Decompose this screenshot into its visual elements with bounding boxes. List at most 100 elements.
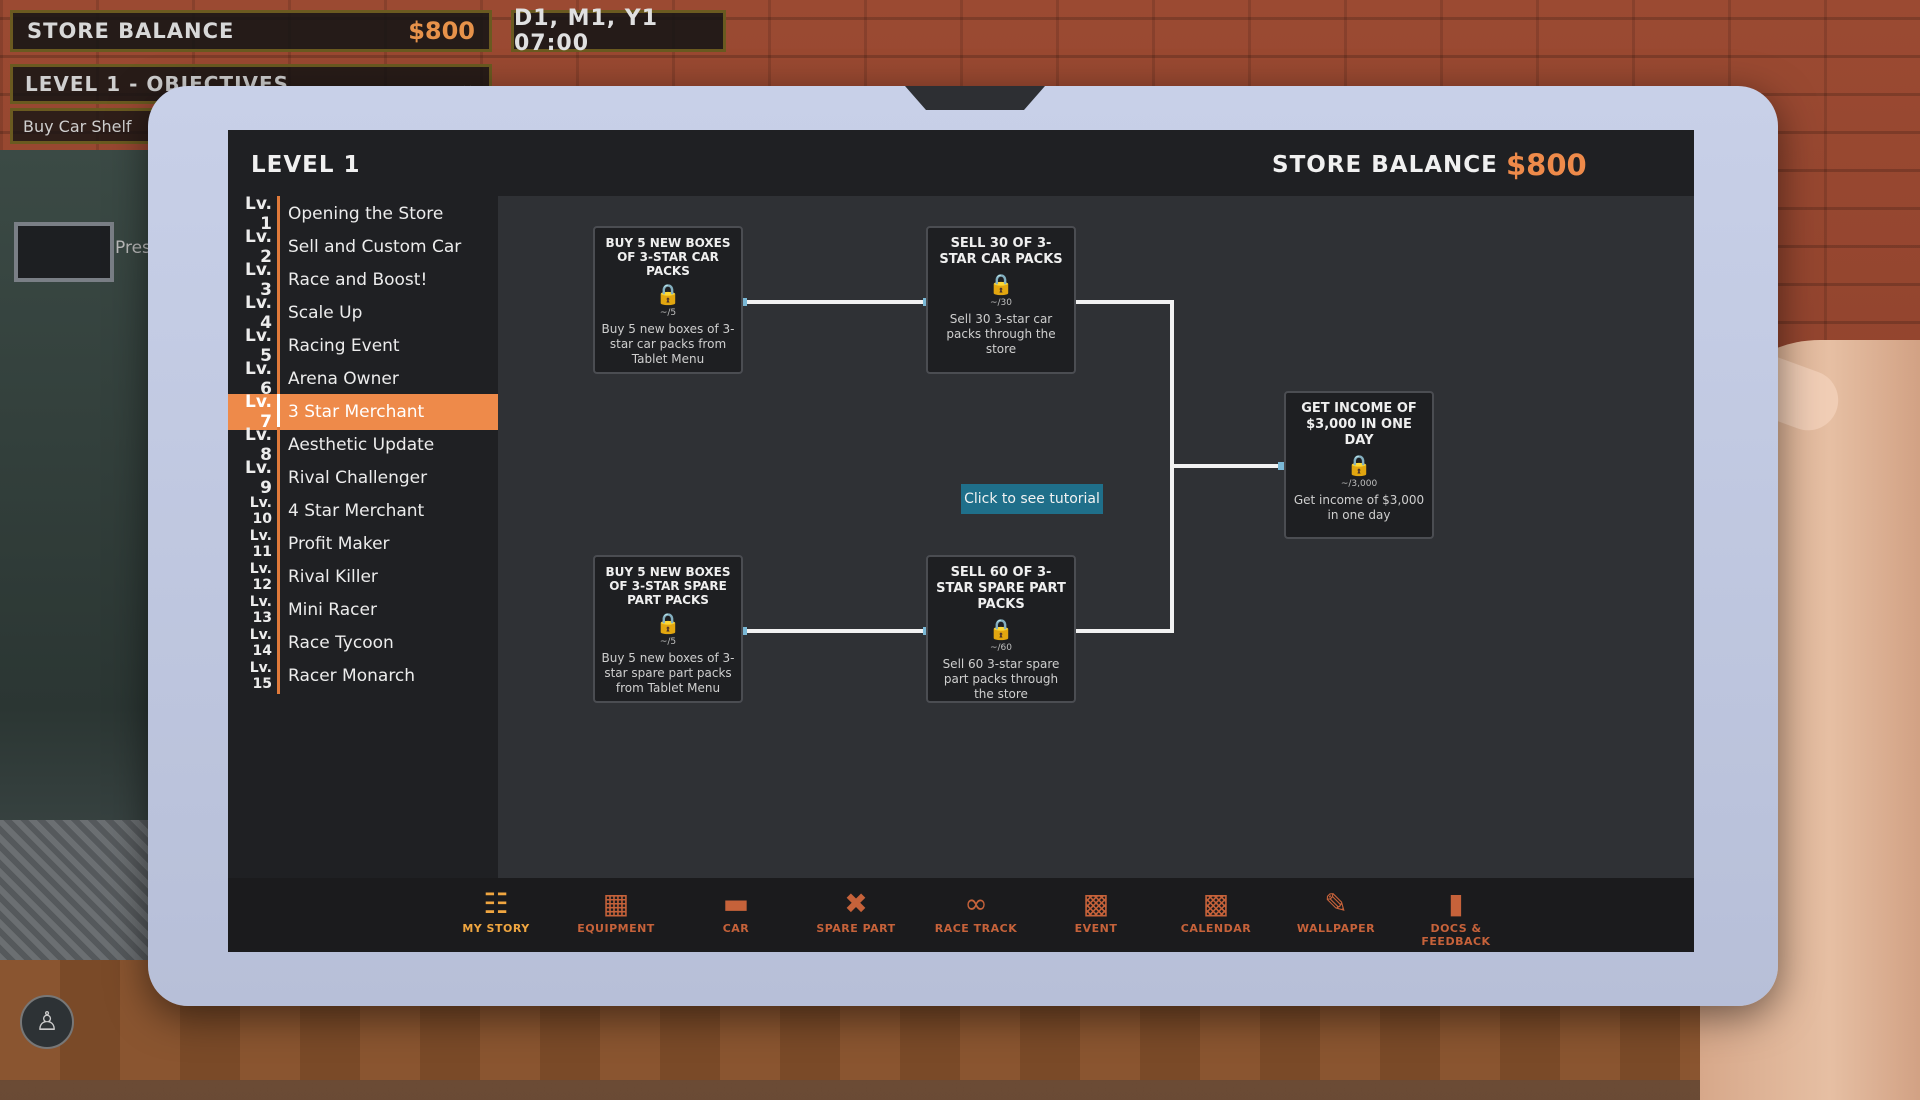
tab-label: CAR [722,922,750,935]
connector-line [1056,629,1174,633]
level-number: Lv. 4 [245,293,272,333]
tab-label: DOCS & FEEDBACK [1421,922,1491,948]
level-name: Aesthetic Update [288,435,435,455]
tab-label: RACE TRACK [934,922,1018,935]
tab-label: EVENT [1074,922,1118,935]
tab-wallpaper[interactable]: ✎ WALLPAPER [1277,886,1395,946]
connector-node [1278,462,1284,470]
event-icon: ▩ [1082,887,1110,920]
calendar-icon: ▩ [1202,887,1230,920]
level-name: Rival Challenger [288,468,428,488]
wrench-icon: ✖ [844,887,868,920]
sidebar-item-level-12[interactable]: Lv. 12 Rival Killer [228,559,498,595]
level-name: Scale Up [288,303,363,323]
tab-car[interactable]: ▬ CAR [677,886,795,946]
tab-label: MY STORY [462,922,530,935]
hud-date-time: D1, M1, Y1 07:00 [511,6,726,56]
lock-icon: 🔒 [655,611,681,635]
tab-spare-part[interactable]: ✖ SPARE PART [797,886,915,946]
objective-progress: ~/30 [989,298,1013,308]
objective-description: Sell 30 3-star car packs through the sto… [946,312,1056,356]
store-balance-value: $800 [1506,148,1587,182]
objective-title: BUY 5 NEW BOXES OF 3-STAR SPARE PART PAC… [605,565,731,607]
tab-label: CALENDAR [1180,922,1252,935]
level-number: Lv. 1 [245,194,272,234]
level-number: Lv. 6 [245,359,272,399]
objective-description: Sell 60 3-star spare part packs through … [942,657,1060,701]
objective-card-daily-income[interactable]: GET INCOME OF $3,000 IN ONE DAY 🔒 ~/3,00… [1284,391,1434,539]
level-name: 4 Star Merchant [288,501,425,521]
objective-title: SELL 30 OF 3-STAR CAR PACKS [939,236,1063,267]
hud-store-balance: STORE BALANCE $800 [10,10,492,52]
connector-line [1170,464,1282,468]
tab-label: EQUIPMENT [577,922,655,935]
objective-progress: ~/5 [659,308,677,318]
objective-title: BUY 5 NEW BOXES OF 3-STAR CAR PACKS [605,236,731,278]
objective-title: GET INCOME OF $3,000 IN ONE DAY [1301,401,1417,448]
sidebar-item-level-9[interactable]: Lv. 9 Rival Challenger [228,458,498,498]
wallpaper-icon: ✎ [1324,887,1348,920]
sidebar-item-level-14[interactable]: Lv. 14 Race Tycoon [228,625,498,661]
tutorial-tooltip[interactable]: Click to see tutorial [961,484,1103,514]
tab-docs-feedback[interactable]: ▮ DOCS & FEEDBACK [1397,886,1515,948]
level-number: Lv. 5 [245,326,272,366]
level-name: 3 Star Merchant [288,402,425,422]
level-number: Lv. 14 [249,627,272,659]
level-number: Lv. 9 [245,458,272,498]
level-name: Mini Racer [288,600,377,620]
sidebar-item-level-2[interactable]: Lv. 2 Sell and Custom Car [228,227,498,267]
level-name: Sell and Custom Car [288,237,462,257]
track-icon: ∞ [964,887,988,920]
tab-label: SPARE PART [816,922,896,935]
page-title: LEVEL 1 [251,152,361,178]
tab-calendar[interactable]: ▩ CALENDAR [1157,886,1275,946]
sidebar-item-level-10[interactable]: Lv. 10 4 Star Merchant [228,493,498,529]
hud-objectives-header[interactable]: LEVEL 1 - OBJECTIVES ⌄ [10,64,492,104]
lock-icon: 🔒 [655,282,681,306]
objective-card-buy-car-packs[interactable]: BUY 5 NEW BOXES OF 3-STAR CAR PACKS 🔒 ~/… [593,226,743,374]
lock-icon: 🔒 [988,272,1014,296]
objective-progress: ~/3,000 [1340,479,1378,489]
connector-node [741,627,747,635]
lock-icon: 🔒 [1346,453,1372,477]
level-number: Lv. 12 [249,561,272,593]
tab-my-story[interactable]: ☷ MY STORY [437,886,555,946]
sidebar-item-level-4[interactable]: Lv. 4 Scale Up [228,293,498,333]
hud-balance-value: $800 [408,17,475,45]
car-icon: ▬ [722,887,750,920]
objective-description: Buy 5 new boxes of 3-star car packs from… [601,322,735,366]
sidebar-item-level-11[interactable]: Lv. 11 Profit Maker [228,526,498,562]
tab-equipment[interactable]: ▦ EQUIPMENT [557,886,675,946]
level-name: Arena Owner [288,369,399,389]
bottom-nav: ☷ MY STORY ▦ EQUIPMENT ▬ CAR ✖ SPARE PAR… [228,878,1694,952]
screen-header: LEVEL 1 STORE BALANCE $800 [228,130,1694,196]
objective-title: SELL 60 OF 3-STAR SPARE PART PACKS [936,565,1066,612]
level-name: Rival Killer [288,567,378,587]
objective-card-sell-spare-part-packs[interactable]: SELL 60 OF 3-STAR SPARE PART PACKS 🔒 ~/6… [926,555,1076,703]
tab-event[interactable]: ▩ EVENT [1037,886,1155,946]
level-name: Race Tycoon [288,633,394,653]
objective-card-buy-spare-part-packs[interactable]: BUY 5 NEW BOXES OF 3-STAR SPARE PART PAC… [593,555,743,703]
connector-line [743,629,926,633]
shelf-icon: ▦ [602,887,630,920]
level-number: Lv. 2 [245,227,272,267]
level-name: Profit Maker [288,534,390,554]
connector-line [743,300,926,304]
level-name: Racer Monarch [288,666,416,686]
objective-progress: ~/60 [989,643,1013,653]
level-number: Lv. 11 [249,528,272,560]
objective-description: Buy 5 new boxes of 3-star spare part pac… [601,651,735,695]
sidebar-item-level-6[interactable]: Lv. 6 Arena Owner [228,359,498,399]
level-number: Lv. 10 [249,495,272,527]
tab-race-track[interactable]: ∞ RACE TRACK [917,886,1035,946]
objective-card-sell-car-packs[interactable]: SELL 30 OF 3-STAR CAR PACKS 🔒 ~/30 Sell … [926,226,1076,374]
